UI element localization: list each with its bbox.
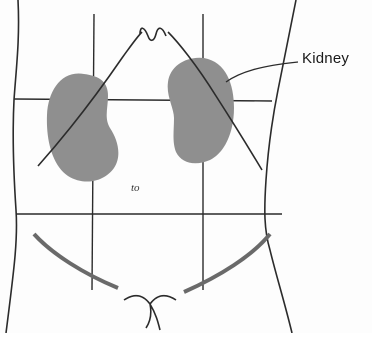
navel-mark: to bbox=[131, 182, 140, 194]
pubic-symbol bbox=[124, 296, 176, 330]
kidney-pointer-line bbox=[226, 62, 298, 82]
pelvic-line-left bbox=[34, 234, 118, 288]
pelvic-line-right bbox=[184, 234, 270, 292]
kidney-label: Kidney bbox=[302, 50, 349, 67]
torso-right-outline bbox=[265, 0, 296, 333]
kidney-left-shape bbox=[47, 73, 118, 181]
xiphoid-notch bbox=[140, 28, 166, 40]
torso-left-outline bbox=[6, 0, 19, 333]
